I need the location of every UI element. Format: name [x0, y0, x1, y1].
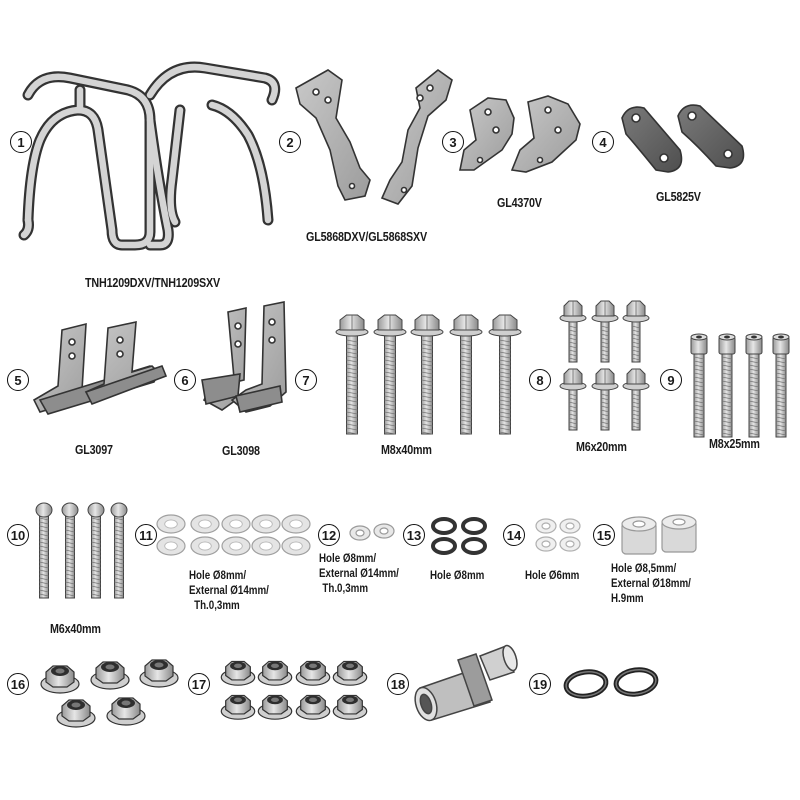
- angle-bracket: [32, 320, 168, 415]
- flange-bolt: [410, 314, 444, 435]
- flange-nut: [40, 659, 179, 728]
- washer: [281, 536, 311, 556]
- part-number: 16: [7, 673, 29, 695]
- flange-bolt: [591, 368, 619, 431]
- flange-bolt: [559, 300, 650, 431]
- part-number: 15: [593, 524, 615, 546]
- flange-nut: [56, 699, 96, 728]
- allen-bolt: [772, 333, 790, 438]
- part-code: GL3098: [222, 444, 260, 458]
- part-code: GL5825V: [656, 190, 701, 204]
- button-head-bolt: [110, 502, 128, 599]
- part-note: Hole Ø8,5mm/External Ø18mm/H.9mm: [611, 563, 691, 605]
- flange-bolt: [449, 314, 483, 435]
- flange-nut: [106, 697, 146, 726]
- washer: [221, 536, 251, 556]
- part-code: M8x40mm: [381, 443, 432, 457]
- button-head-bolt: [87, 502, 105, 599]
- crash-bar-frame: [18, 61, 281, 251]
- part-number: 19: [529, 673, 551, 695]
- washer: [156, 536, 186, 556]
- part-code: M6x20mm: [576, 440, 627, 454]
- flange-bolt: [559, 300, 587, 363]
- washer: [156, 514, 186, 534]
- spacer: [621, 514, 697, 555]
- rubber-ring: [563, 667, 659, 699]
- flange-bolt: [335, 314, 522, 435]
- part-note: Hole Ø8mm: [430, 570, 485, 582]
- part-number: 7: [295, 369, 317, 391]
- flange-bolt: [559, 368, 587, 431]
- part-number: 17: [188, 673, 210, 695]
- part-note: Hole Ø8mm/External Ø14mm/Th.0,3mm: [189, 570, 269, 612]
- flange-bolt: [373, 314, 407, 435]
- flange-nut: [220, 660, 256, 686]
- part-code: M8x25mm: [709, 437, 760, 451]
- spacer-plate: [621, 104, 745, 173]
- button-head-bolt: [35, 502, 53, 599]
- flange-nut: [139, 659, 179, 688]
- part-number: 9: [660, 369, 682, 391]
- part-number: 2: [279, 131, 301, 153]
- part-number: 3: [442, 131, 464, 153]
- flange-nut: [257, 660, 293, 686]
- flange-bolt: [591, 300, 619, 363]
- part-number: 8: [529, 369, 551, 391]
- part-code: GL3097: [75, 443, 113, 457]
- part-code: GL5868DXV/GL5868SXV: [306, 230, 428, 244]
- part-number: 1: [10, 131, 32, 153]
- button-head-bolt: [61, 502, 79, 599]
- washer: [190, 536, 220, 556]
- tube-adapter: [414, 644, 518, 722]
- flange-nut: [90, 661, 130, 690]
- allen-bolt: [718, 333, 736, 438]
- part-code: TNH1209DXV/TNH1209SXV: [85, 276, 221, 290]
- allen-bolt: [690, 333, 790, 438]
- flange-nut: [257, 694, 293, 720]
- button-head-bolt: [35, 502, 128, 599]
- long-bracket: [295, 68, 453, 205]
- part-number: 6: [174, 369, 196, 391]
- flange-nut: [295, 660, 331, 686]
- part-note: Hole Ø8mm/External Ø14mm/Th.0,3mm: [319, 553, 399, 595]
- flange-bolt: [488, 314, 522, 435]
- flange-nut: [332, 660, 368, 686]
- part-number: 12: [318, 524, 340, 546]
- part-number: 18: [387, 673, 409, 695]
- part-code: M6x40mm: [50, 622, 101, 636]
- plate-bracket: [459, 95, 581, 173]
- flange-nut: [332, 694, 368, 720]
- flange-nut: [295, 694, 331, 720]
- allen-bolt: [690, 333, 708, 438]
- split-washer: [431, 517, 487, 555]
- part-code: GL4370V: [497, 196, 542, 210]
- part-note: Hole Ø6mm: [525, 570, 580, 582]
- washer: [251, 536, 281, 556]
- washer: [251, 514, 281, 534]
- part-number: 14: [503, 524, 525, 546]
- washer: [535, 518, 581, 552]
- flange-bolt: [335, 314, 369, 435]
- flange-bolt: [622, 300, 650, 363]
- washer: [190, 514, 220, 534]
- angle-bracket: [201, 301, 287, 413]
- washer: [281, 514, 311, 534]
- washer: [156, 514, 311, 556]
- part-number: 5: [7, 369, 29, 391]
- flange-nut: [40, 665, 80, 694]
- washer: [221, 514, 251, 534]
- part-number: 4: [592, 131, 614, 153]
- flange-nut: [220, 694, 256, 720]
- allen-bolt: [745, 333, 763, 438]
- flange-bolt: [622, 368, 650, 431]
- part-number: 13: [403, 524, 425, 546]
- washer: [349, 523, 395, 541]
- part-number: 11: [135, 524, 157, 546]
- part-number: 10: [7, 524, 29, 546]
- flange-nut: [220, 660, 368, 720]
